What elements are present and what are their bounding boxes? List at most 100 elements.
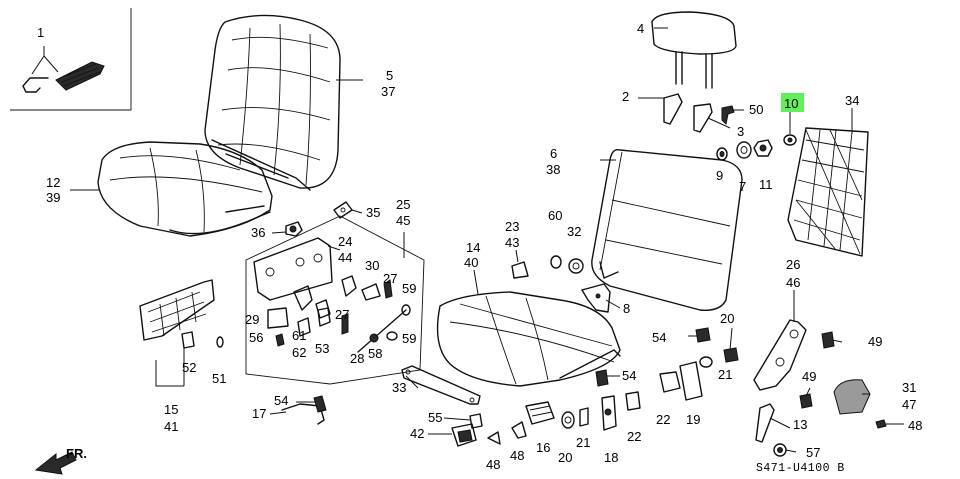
part-3 (693, 103, 713, 133)
callout-56: 56 (249, 330, 263, 345)
callout-17: 17 (252, 406, 266, 421)
callout-9: 9 (716, 168, 723, 183)
part-61 (297, 317, 311, 337)
part-27a (383, 279, 393, 299)
callout-36: 36 (251, 225, 265, 240)
part-21a (579, 407, 589, 427)
highlight-box-part-10 (781, 93, 804, 112)
part-16 (525, 401, 555, 425)
part-23 (511, 261, 529, 279)
callout-31: 31 (902, 380, 916, 395)
recliner-mechanism (659, 319, 807, 401)
part-1-illustration (22, 46, 105, 93)
callout-22a: 22 (656, 412, 670, 427)
callout-43: 43 (505, 235, 519, 250)
callout-29: 29 (245, 312, 259, 327)
callout-21a: 21 (576, 435, 590, 450)
part-53 (317, 307, 331, 327)
callout-44: 44 (338, 250, 352, 265)
callout-41: 41 (164, 419, 178, 434)
part-31 (833, 379, 871, 415)
callout-2: 2 (622, 89, 629, 104)
seat-cushion (97, 141, 273, 237)
callout-27b: 27 (335, 307, 349, 322)
callout-57: 57 (806, 445, 820, 460)
seat-frame-cushion (436, 291, 621, 387)
part-2 (663, 93, 683, 125)
callout-50: 50 (749, 102, 763, 117)
callout-34: 34 (845, 93, 859, 108)
lock-assembly-box (245, 215, 425, 385)
callout-12: 12 (46, 175, 60, 190)
part-51 (216, 336, 224, 348)
callout-49: 49 (868, 334, 882, 349)
part-13 (755, 403, 775, 443)
callout-16: 16 (536, 440, 550, 455)
callout-33: 33 (392, 380, 406, 395)
part-32 (568, 258, 584, 274)
part-10 (783, 134, 797, 146)
callout-35: 35 (366, 205, 380, 220)
callout-8: 8 (623, 301, 630, 316)
callout-11: 11 (759, 177, 773, 192)
part-8 (581, 283, 611, 313)
callout-47: 47 (902, 397, 916, 412)
callout-22b: 22 (627, 429, 641, 444)
callout-45: 45 (396, 213, 410, 228)
part-27b (341, 313, 349, 335)
part-49a (821, 331, 835, 349)
callout-59: 59 (402, 281, 416, 296)
callout-55: 55 (428, 410, 442, 425)
part-19 (679, 361, 703, 401)
front-arrow-label: FR. (66, 446, 87, 461)
callout-46: 46 (786, 275, 800, 290)
callout-32: 32 (567, 224, 581, 239)
callout-6: 6 (550, 146, 557, 161)
seat-back-cushion (204, 14, 341, 191)
part-54a (313, 395, 327, 413)
callout-54b: 54 (652, 330, 666, 345)
callout-28: 28 (350, 351, 364, 366)
callout-10: 10 (784, 96, 798, 111)
callout-60: 60 (548, 208, 562, 223)
part-11 (753, 139, 773, 157)
part-52 (181, 331, 195, 349)
callout-61: 61 (292, 328, 306, 343)
callout-52: 52 (182, 360, 196, 375)
callout-40: 40 (464, 255, 478, 270)
callout-48b: 48 (486, 457, 500, 472)
part-48b (487, 431, 501, 445)
part-21b (699, 356, 713, 368)
part-55 (469, 413, 483, 429)
part-60 (550, 255, 562, 269)
part-59b (386, 331, 398, 341)
callout-18: 18 (604, 450, 618, 465)
callout-54a: 54 (274, 393, 288, 408)
callout-21b: 21 (718, 367, 732, 382)
callout-62: 62 (292, 345, 306, 360)
callout-51: 51 (212, 371, 226, 386)
callout-14: 14 (466, 240, 480, 255)
callout-23: 23 (505, 219, 519, 234)
drawing-code: S471-U4100 B (756, 462, 845, 475)
part-50 (721, 105, 735, 126)
callout-13: 13 (793, 417, 807, 432)
part-49b (799, 393, 813, 409)
part-20b (723, 347, 739, 363)
part-56 (275, 333, 285, 347)
callout-48a: 48 (510, 448, 524, 463)
part-18 (601, 395, 617, 431)
callout-27: 27 (383, 271, 397, 286)
part-59a (401, 304, 411, 316)
callout-19: 19 (686, 412, 700, 427)
callout-37: 37 (381, 84, 395, 99)
callout-25: 25 (396, 197, 410, 212)
callout-54c: 54 (622, 368, 636, 383)
headrest (651, 11, 737, 89)
rear-seat-back (591, 149, 743, 311)
back-net (787, 127, 869, 257)
part-58 (369, 333, 379, 343)
callout-labels: 1 5 37 12 39 4 2 3 50 10 34 9 7 11 6 38 … (37, 21, 922, 472)
callout-4: 4 (637, 21, 644, 36)
